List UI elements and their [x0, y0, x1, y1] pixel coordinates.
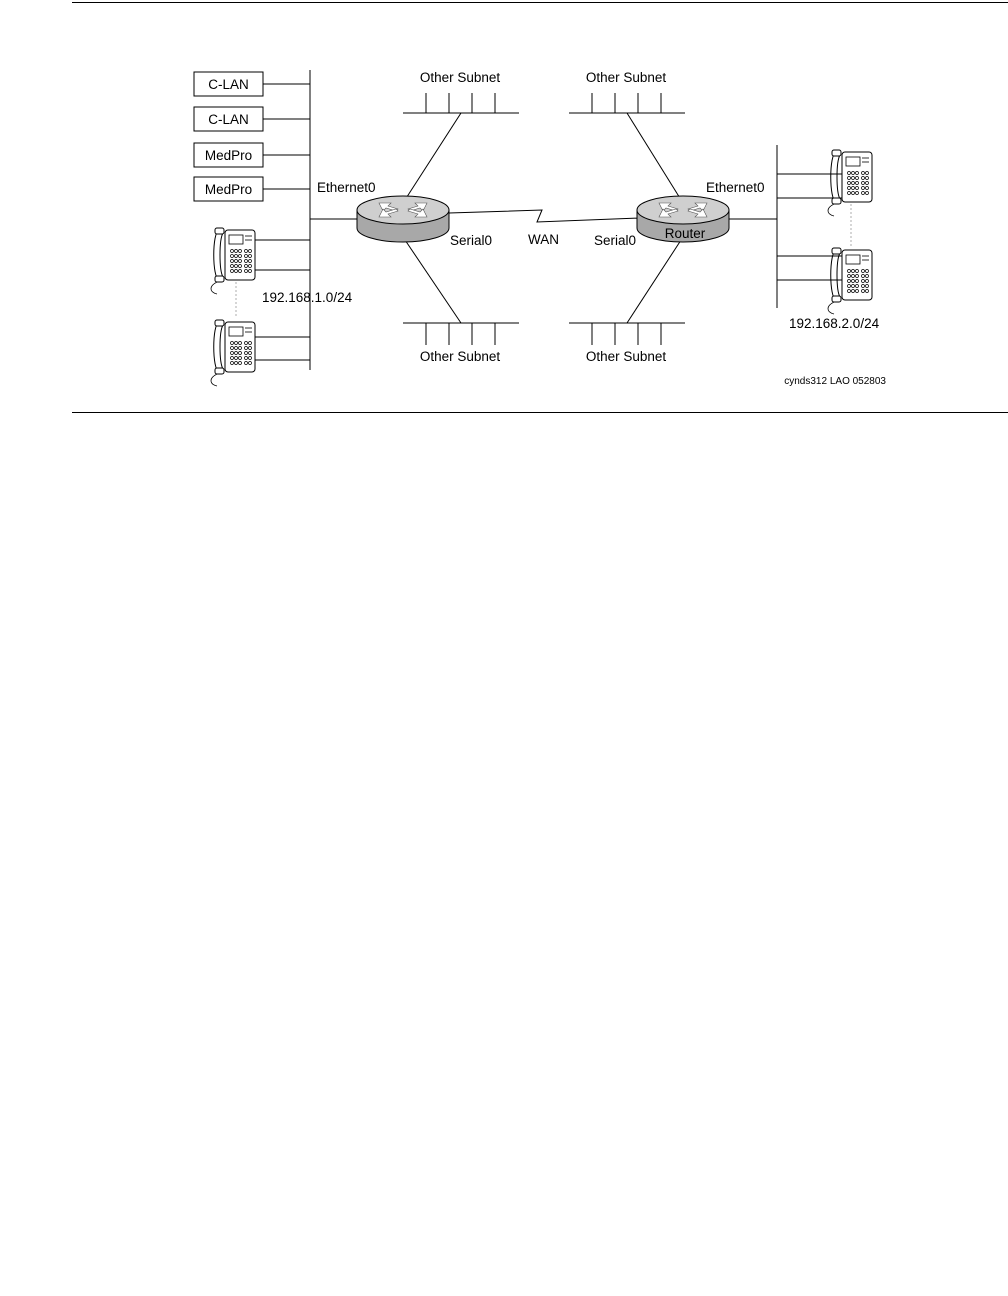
wan-label: WAN	[528, 232, 559, 247]
c-lan-box-2: C-LAN	[193, 106, 264, 132]
figure-id-label: cynds312 LAO 052803	[784, 376, 886, 387]
router-icon	[356, 195, 450, 243]
other-subnet-label-2: Other Subnet	[586, 70, 667, 85]
network-diagram: C-LAN C-LAN MedPro MedPro Ethernet0	[193, 70, 886, 387]
wan-link: WAN	[448, 209, 641, 247]
bottom-rule	[72, 412, 1008, 413]
left-subnet-label: 192.168.1.0/24	[262, 290, 353, 305]
other-subnet-bottom-right: Other Subnet	[569, 322, 685, 364]
other-subnet-bottom-left: Other Subnet	[403, 322, 519, 364]
other-subnet-label-1: Other Subnet	[420, 70, 501, 85]
other-subnet-label-4: Other Subnet	[586, 349, 667, 364]
medpro-box-1: MedPro	[193, 142, 264, 168]
left-lan: C-LAN C-LAN MedPro MedPro Ethernet0	[193, 70, 376, 387]
right-lan: 192.168.2.0/24	[729, 145, 880, 331]
left-serial0-label: Serial0	[450, 233, 492, 248]
other-subnet-top-right: Other Subnet	[569, 70, 685, 114]
right-serial0-label: Serial0	[594, 233, 636, 248]
top-rule	[72, 2, 1008, 3]
telephone-icon	[210, 227, 256, 295]
c-lan-label-1: C-LAN	[208, 77, 249, 92]
c-lan-box-1: C-LAN	[193, 71, 264, 97]
telephone-icon	[827, 247, 873, 315]
other-subnet-label-3: Other Subnet	[420, 349, 501, 364]
medpro-label-1: MedPro	[205, 148, 252, 163]
right-subnet-label: 192.168.2.0/24	[789, 316, 880, 331]
left-ethernet0-label: Ethernet0	[317, 180, 376, 195]
telephone-icon	[827, 149, 873, 217]
other-subnet-top-left: Other Subnet	[403, 70, 519, 114]
c-lan-label-2: C-LAN	[208, 112, 249, 127]
right-router: Router Serial0 Ethernet0	[594, 112, 765, 324]
telephone-icon	[210, 319, 256, 387]
router-name-label: Router	[665, 226, 706, 241]
right-ethernet0-label: Ethernet0	[706, 180, 765, 195]
medpro-label-2: MedPro	[205, 182, 252, 197]
medpro-box-2: MedPro	[193, 176, 264, 202]
left-router: Serial0	[356, 112, 492, 324]
